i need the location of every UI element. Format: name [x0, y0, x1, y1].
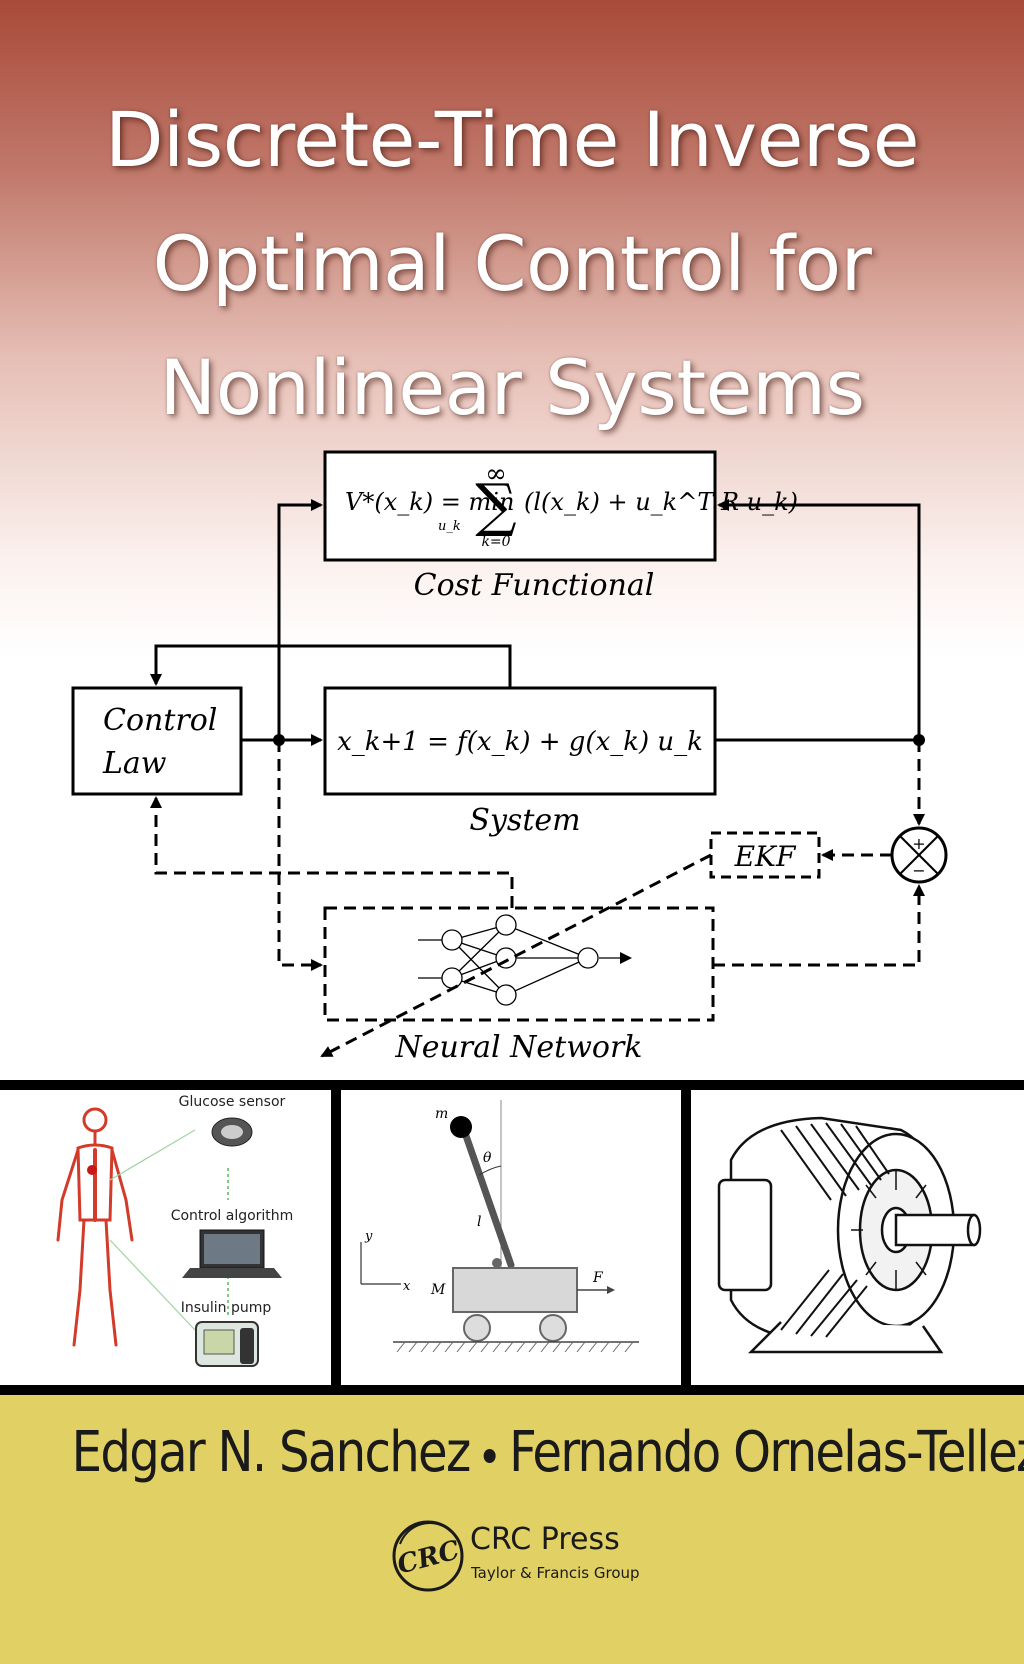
book-title: Discrete-Time Inverse Optimal Control fo… [0, 78, 1024, 450]
crc-logo-icon: CRC [392, 1520, 464, 1592]
human-body-figure [56, 1107, 134, 1347]
ground-hatching [396, 1341, 634, 1353]
cost-functional-label: Cost Functional [414, 568, 655, 603]
cost-sum-top: ∞ [485, 459, 507, 489]
title-line-2: Optimal Control for [152, 219, 872, 308]
title-line-1: Discrete-Time Inverse [105, 95, 919, 184]
publisher-group: Taylor & Francis Group [471, 1564, 640, 1582]
sum-minus-sign: − [912, 861, 925, 880]
neural-network-label: Neural Network [394, 1030, 642, 1065]
system-formula: x_k+1 = f(x_k) + g(x_k) u_k [337, 727, 703, 757]
authors-line: Edgar N. Sanchez Fernando Ornelas-Tellez [71, 1420, 1024, 1485]
author-separator-dot [483, 1448, 496, 1463]
cost-formula-lhs: V*(x_k) = min [345, 488, 514, 516]
cost-formula-rhs: (l(x_k) + u_k^T R u_k) [524, 488, 798, 516]
publisher-block: CRC CRC Press Taylor & Francis Group [390, 1518, 690, 1598]
publisher-name: CRC Press [470, 1522, 620, 1557]
force-label: F [592, 1270, 604, 1286]
cart-wheel-left [463, 1314, 491, 1342]
cart-body [452, 1267, 578, 1313]
angle-label: θ [483, 1150, 492, 1166]
cost-sum-sign: ∑ [475, 471, 516, 539]
system-label: System [469, 803, 580, 838]
length-label: l [477, 1214, 481, 1230]
pendulum-mass [450, 1116, 472, 1138]
glucose-sensor-label: Glucose sensor [179, 1094, 286, 1110]
axes-icon [360, 1242, 401, 1285]
cost-functional-box [323, 450, 717, 562]
cart-mass-label: M [430, 1282, 446, 1298]
mass-label: m [435, 1106, 448, 1122]
control-law-label-2: Law [102, 746, 167, 781]
author-band [0, 1395, 1024, 1664]
pendulum-panel: m θ l y x M F [341, 1090, 681, 1385]
sum-plus-sign: + [912, 834, 925, 853]
cart-wheel-right [539, 1314, 567, 1342]
glucose-panel: Glucose sensor Control algorithm Insulin… [0, 1090, 331, 1385]
control-algorithm-label: Control algorithm [171, 1208, 294, 1224]
cost-formula-sub: u_k [438, 519, 461, 534]
neural-network-box [323, 906, 715, 1022]
author-1: Edgar N. Sanchez [71, 1420, 472, 1485]
ekf-box [709, 831, 821, 879]
insulin-pump-label: Insulin pump [181, 1300, 272, 1316]
laptop-icon [182, 1229, 282, 1278]
motor-panel [691, 1090, 1024, 1385]
neural-network-graphic [418, 914, 632, 1006]
control-law-label-1: Control [103, 703, 217, 738]
insulin-pump-device [195, 1321, 259, 1367]
ekf-label: EKF [734, 840, 797, 873]
control-block-diagram: V*(x_k) = min u_k ∞ ∑ k=0 (l(x_k) + u_k^… [71, 450, 948, 1065]
author-2: Fernando Ornelas-Tellez [509, 1420, 1024, 1485]
svg-text:CRC: CRC [394, 1535, 463, 1580]
x-axis-label: x [403, 1279, 411, 1294]
y-axis-label: y [364, 1229, 373, 1244]
cooling-fins [780, 1122, 890, 1338]
cost-sum-bottom: k=0 [481, 534, 510, 550]
title-line-3: Nonlinear Systems [159, 343, 865, 432]
electric-motor-drawing [717, 1116, 982, 1354]
pendulum-rod [460, 1126, 515, 1269]
system-box [323, 686, 717, 796]
